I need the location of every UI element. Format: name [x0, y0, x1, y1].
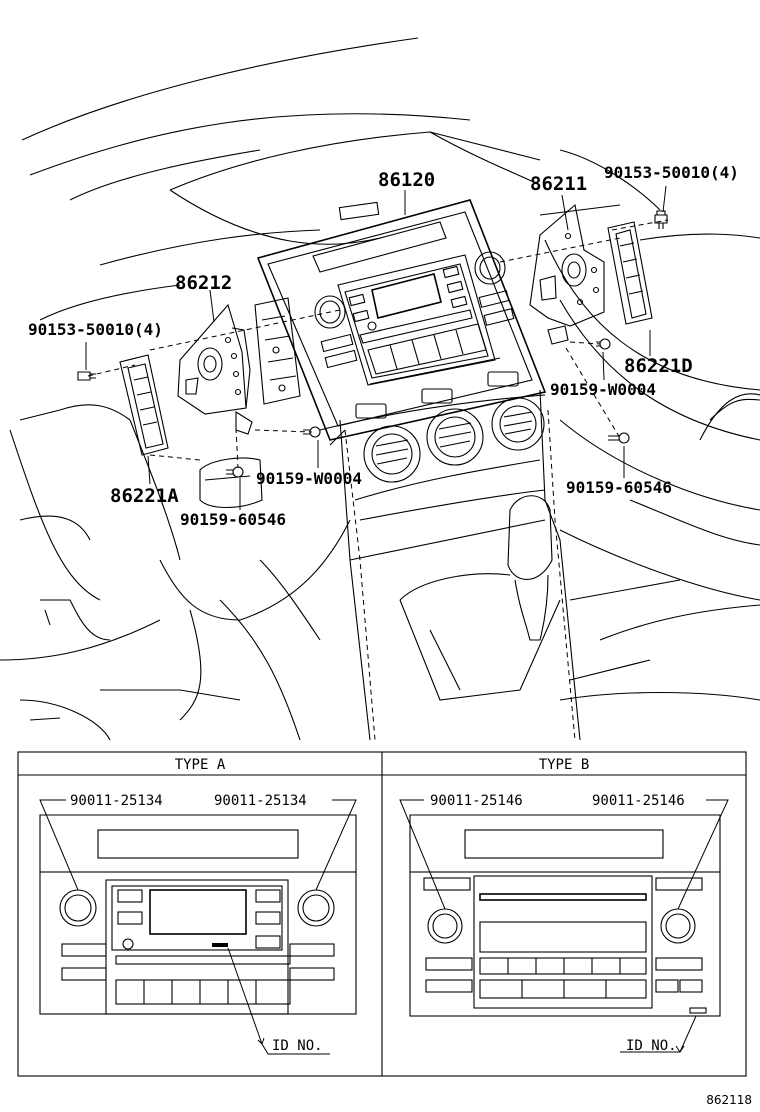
type-b-unit: [399, 799, 729, 1054]
audio-head-unit: [256, 199, 547, 441]
type-a-knob-left-label: 90011-25134: [70, 793, 163, 809]
callout-86212: 86212: [175, 272, 232, 294]
screw-icon: [77, 371, 96, 381]
type-a-knob-right-label: 90011-25134: [214, 793, 307, 809]
left-trim-86221A: [119, 354, 169, 456]
callout-90153-right: 90153-50010(4): [604, 163, 739, 182]
screw-icons: [77, 210, 668, 478]
dashboard-illustration: [0, 37, 760, 741]
right-trim-86221D: [607, 221, 653, 325]
callout-90159-60546-right: 90159-60546: [566, 478, 672, 497]
type-b-knob-left-label: 90011-25146: [430, 793, 523, 809]
callout-86221A: 86221A: [110, 485, 179, 507]
callout-86120: 86120: [378, 169, 435, 191]
screw-icon: [226, 466, 244, 478]
type-a-id-label: ID NO.: [272, 1038, 323, 1054]
type-b-knob-right-label: 90011-25146: [592, 793, 685, 809]
screw-icon: [654, 210, 668, 229]
type-b-id-label: ID NO.: [626, 1038, 677, 1054]
type-a-unit: [39, 799, 357, 1055]
callout-90159-60546-left: 90159-60546: [180, 510, 286, 529]
right-bracket-86211: [529, 203, 605, 345]
callout-leaders: [85, 185, 667, 510]
type-b-header: TYPE B: [539, 757, 590, 773]
callout-90159-W0004-left: 90159-W0004: [256, 469, 362, 488]
left-bracket-86212: [177, 297, 301, 435]
figure-code: 862118: [706, 1093, 752, 1107]
type-a-header: TYPE A: [175, 757, 226, 773]
screw-icon: [608, 432, 630, 444]
callout-90153-left: 90153-50010(4): [28, 320, 163, 339]
assembly-lines: [87, 219, 669, 469]
detail-box: TYPE A TYPE B: [17, 751, 747, 1077]
callout-90159-W0004-right: 90159-W0004: [550, 380, 656, 399]
callout-86221D: 86221D: [624, 355, 693, 377]
callout-86211: 86211: [530, 173, 587, 195]
